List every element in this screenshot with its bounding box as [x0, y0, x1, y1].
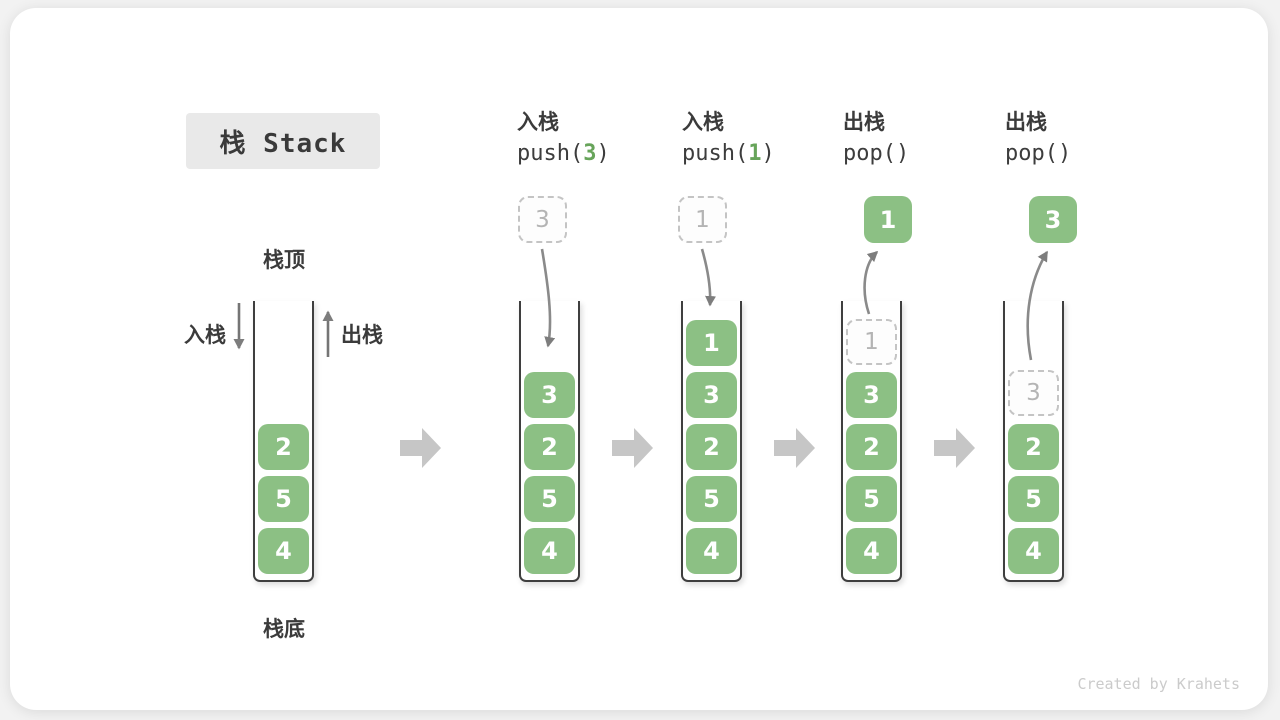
op-label-pop1-code: pop()	[843, 141, 909, 166]
stack-element: 3	[846, 372, 897, 418]
op-label-pop1-cn: 出栈	[843, 110, 885, 134]
op-label-pop3-cn: 出栈	[1005, 110, 1047, 134]
incoming-element-ghost: 3	[518, 196, 567, 243]
stack-element: 2	[258, 424, 309, 470]
code-post: )	[761, 141, 775, 166]
stack-element: 1	[686, 320, 737, 366]
stack-element: 2	[1008, 424, 1059, 470]
stack-element: 2	[524, 424, 575, 470]
stack-element: 5	[258, 476, 309, 522]
code-pre: pop(	[1005, 141, 1058, 166]
op-label-push3-code: push(3)	[517, 141, 610, 166]
removed-element-ghost: 1	[846, 319, 897, 365]
stack-element: 4	[1008, 528, 1059, 574]
code-pre: push(	[682, 141, 749, 166]
stack-element: 2	[846, 424, 897, 470]
stack-element: 2	[686, 424, 737, 470]
title-badge: 栈 Stack	[186, 113, 380, 169]
code-pre: push(	[517, 141, 584, 166]
code-post: )	[596, 141, 610, 166]
stack-element: 4	[686, 528, 737, 574]
stack-element: 5	[846, 476, 897, 522]
push-side-label: 入栈	[184, 323, 226, 347]
code-arg: 1	[748, 141, 762, 166]
code-arg: 3	[583, 141, 597, 166]
pop-side-label: 出栈	[341, 323, 383, 347]
stack-element: 3	[686, 372, 737, 418]
removed-element-ghost: 3	[1008, 370, 1059, 416]
stack-bottom-label: 栈底	[263, 617, 305, 641]
stack-element: 4	[258, 528, 309, 574]
stack-element: 4	[846, 528, 897, 574]
popped-element: 1	[864, 196, 912, 243]
op-label-push1-cn: 入栈	[682, 110, 724, 134]
code-post: )	[1057, 141, 1072, 166]
stack-element: 5	[524, 476, 575, 522]
code-post: )	[895, 141, 910, 166]
op-label-push1-code: push(1)	[682, 141, 775, 166]
op-label-pop3-code: pop()	[1005, 141, 1071, 166]
watermark: Created by Krahets	[1077, 675, 1240, 693]
stack-element: 5	[686, 476, 737, 522]
incoming-element-ghost: 1	[678, 196, 727, 243]
op-label-push3-cn: 入栈	[517, 110, 559, 134]
code-pre: pop(	[843, 141, 896, 166]
stack-element: 3	[524, 372, 575, 418]
popped-element: 3	[1029, 196, 1077, 243]
stack-element: 5	[1008, 476, 1059, 522]
stack-element: 4	[524, 528, 575, 574]
stack-top-label: 栈顶	[263, 248, 305, 272]
